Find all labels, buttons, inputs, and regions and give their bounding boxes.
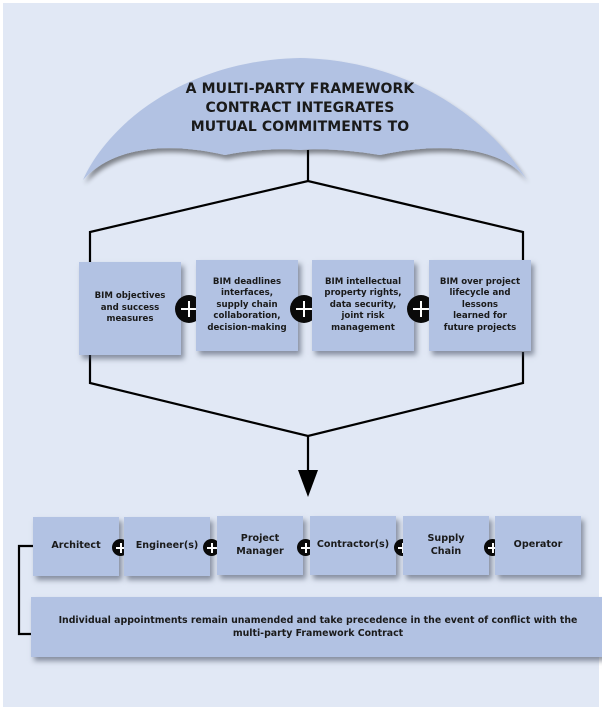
party-box-contractors: Contractor(s) bbox=[310, 516, 396, 575]
party-box-operator: Operator bbox=[495, 516, 581, 575]
plus-icon bbox=[203, 539, 220, 556]
party-label: Architect bbox=[51, 540, 101, 552]
commitment-box-objectives: BIM objectives and success measures bbox=[79, 262, 181, 355]
party-box-supply-chain: Supply Chain bbox=[403, 516, 489, 575]
commitment-box-ip-rights: BIM intellectual property rights, data s… bbox=[312, 260, 414, 351]
party-label: Supply Chain bbox=[427, 533, 465, 557]
connector-left bbox=[17, 544, 33, 636]
precedence-note-text: Individual appointments remain unamended… bbox=[58, 615, 578, 639]
commitment-label: BIM intellectual property rights, data s… bbox=[324, 276, 402, 333]
precedence-note: Individual appointments remain unamended… bbox=[31, 597, 602, 657]
party-label: Contractor(s) bbox=[316, 539, 390, 551]
commitment-box-deadlines: BIM deadlines interfaces, supply chain c… bbox=[196, 260, 298, 351]
commitment-label: BIM over project lifecycle and lessons l… bbox=[439, 276, 521, 333]
commitment-box-lifecycle: BIM over project lifecycle and lessons l… bbox=[429, 260, 531, 351]
arrow-down-icon bbox=[298, 470, 318, 497]
umbrella-title: A MULTI-PARTY FRAMEWORK CONTRACT INTEGRA… bbox=[185, 81, 415, 135]
plus-icon bbox=[297, 539, 314, 556]
umbrella-canopy bbox=[83, 58, 527, 180]
party-label: Project Manager bbox=[236, 533, 284, 557]
party-box-architect: Architect bbox=[33, 517, 119, 576]
party-box-engineers: Engineer(s) bbox=[124, 517, 210, 576]
commitment-label: BIM objectives and success measures bbox=[94, 291, 166, 325]
bracket-bottom bbox=[88, 352, 525, 438]
commitment-label: BIM deadlines interfaces, supply chain c… bbox=[207, 276, 287, 333]
party-label: Operator bbox=[513, 539, 563, 551]
party-box-project-manager: Project Manager bbox=[217, 516, 303, 575]
party-label: Engineer(s) bbox=[135, 540, 199, 552]
bracket-top bbox=[88, 179, 525, 262]
